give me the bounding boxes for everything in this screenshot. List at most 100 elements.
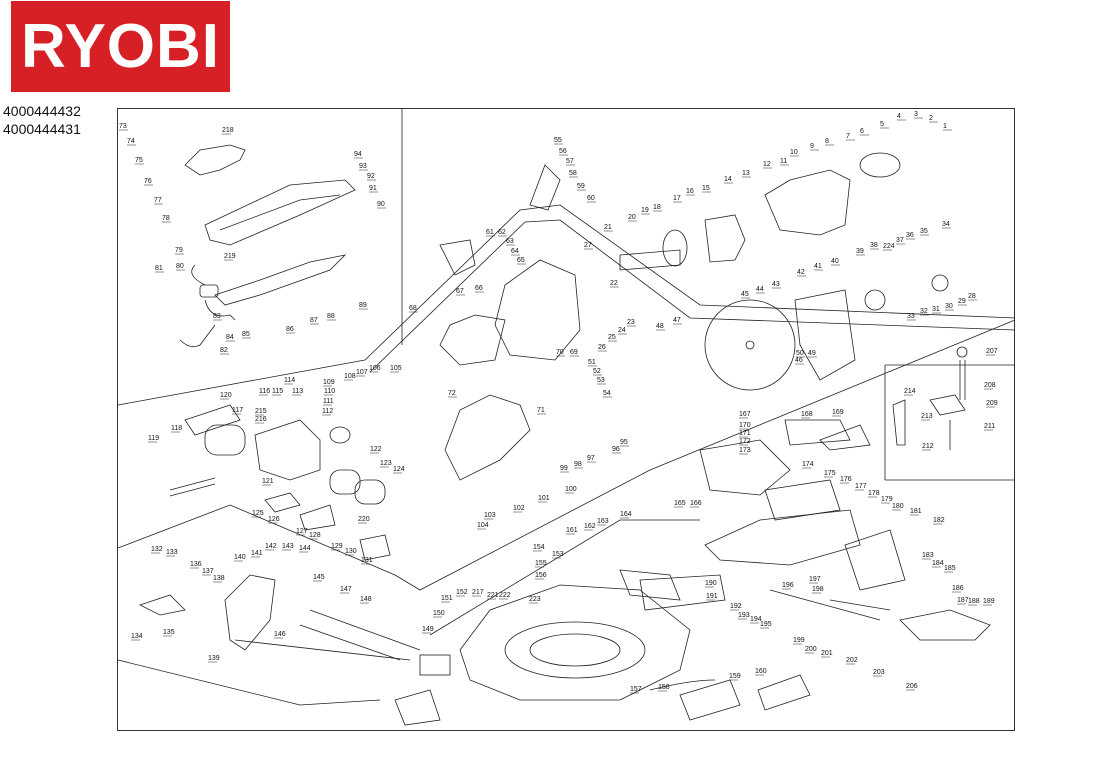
part-label: 133 (166, 549, 178, 556)
part-label: 157 (630, 686, 642, 693)
part-label: 151 (441, 595, 453, 602)
part-label: 71 (537, 407, 545, 414)
part-label: 51 (588, 359, 596, 366)
part-label: 144 (299, 545, 311, 552)
part-label: 148 (360, 596, 372, 603)
part-label: 23 (627, 319, 635, 326)
brand-name: RYOBI (20, 11, 221, 81)
part-label: 222 (499, 592, 511, 599)
part-label: 207 (986, 348, 998, 355)
part-label: 53 (597, 377, 605, 384)
part-label: 181 (910, 508, 922, 515)
part-label: 198 (812, 586, 824, 593)
part-label: 78 (162, 215, 170, 222)
part-label: 21 (604, 224, 612, 231)
part-label: 97 (587, 455, 595, 462)
part-label: 188 (968, 598, 980, 605)
part-label: 109 (323, 379, 335, 386)
part-label: 68 (409, 305, 417, 312)
part-label: 52 (593, 368, 601, 375)
part-label: 49 (808, 350, 816, 357)
part-label: 192 (730, 603, 742, 610)
part-label: 214 (904, 388, 916, 395)
part-label: 126 (268, 516, 280, 523)
part-label: 86 (286, 326, 294, 333)
part-label: 180 (892, 503, 904, 510)
part-label: 159 (729, 673, 741, 680)
part-label: 76 (144, 178, 152, 185)
part-label: 27 (584, 242, 592, 249)
part-label: 89 (359, 302, 367, 309)
part-label: 5 (880, 121, 884, 128)
part-label: 182 (933, 517, 945, 524)
part-label: 127 (296, 528, 308, 535)
part-label: 175 (824, 470, 836, 477)
part-label: 110 (324, 388, 335, 395)
part-label: 213 (921, 413, 933, 420)
part-label: 94 (354, 151, 362, 158)
part-label: 96 (612, 446, 620, 453)
part-label: 112 (322, 408, 333, 415)
part-label: 98 (574, 461, 582, 468)
part-label: 153 (552, 551, 564, 558)
part-label: 80 (176, 263, 184, 270)
part-label: 177 (855, 483, 867, 490)
part-label: 197 (809, 576, 821, 583)
part-label: 26 (598, 344, 606, 351)
part-label: 40 (831, 258, 839, 265)
part-label: 37 (896, 237, 904, 244)
part-label: 29 (958, 298, 966, 305)
part-label: 116 (259, 388, 270, 395)
part-label: 160 (755, 668, 767, 675)
part-label: 150 (433, 610, 445, 617)
exploded-view-frame (117, 108, 1015, 731)
part-label: 48 (656, 323, 664, 330)
part-label: 185 (944, 565, 956, 572)
part-label: 118 (171, 425, 182, 432)
part-label: 101 (538, 495, 550, 502)
part-label: 46 (795, 357, 803, 364)
part-label: 206 (906, 683, 918, 690)
part-label: 167 (739, 411, 751, 418)
part-label: 128 (309, 532, 321, 539)
part-label: 186 (952, 585, 964, 592)
part-label: 173 (739, 447, 751, 454)
part-label: 22 (610, 280, 618, 287)
part-label: 83 (213, 313, 221, 320)
part-label: 67 (456, 288, 464, 295)
part-label: 65 (517, 257, 525, 264)
part-label: 215 (255, 408, 267, 415)
part-label: 147 (340, 586, 352, 593)
ryobi-logo: RYOBI (11, 1, 230, 92)
part-label: 208 (984, 382, 996, 389)
part-label: 16 (686, 188, 694, 195)
part-label: 178 (868, 490, 880, 497)
part-label: 201 (821, 650, 833, 657)
part-label: 212 (922, 443, 934, 450)
part-label: 135 (163, 629, 175, 636)
part-label: 123 (380, 460, 392, 467)
part-label: 218 (222, 127, 234, 134)
part-label: 194 (750, 616, 762, 623)
part-label: 85 (242, 331, 250, 338)
part-label: 92 (367, 173, 375, 180)
part-label: 134 (131, 633, 143, 640)
part-label: 81 (155, 265, 163, 272)
part-label: 11 (780, 158, 787, 165)
part-label: 88 (327, 313, 335, 320)
part-label: 113 (292, 388, 303, 395)
part-label: 57 (566, 158, 574, 165)
part-label: 87 (310, 317, 318, 324)
part-label: 100 (565, 486, 577, 493)
part-label: 129 (331, 543, 343, 550)
part-label: 32 (920, 308, 928, 315)
part-label: 104 (477, 522, 489, 529)
part-label: 124 (393, 466, 405, 473)
part-label: 93 (359, 163, 367, 170)
part-label: 4 (897, 113, 901, 120)
part-label: 84 (226, 334, 234, 341)
part-label: 77 (154, 197, 162, 204)
part-label: 102 (513, 505, 525, 512)
part-label: 142 (265, 543, 277, 550)
part-label: 17 (673, 195, 681, 202)
